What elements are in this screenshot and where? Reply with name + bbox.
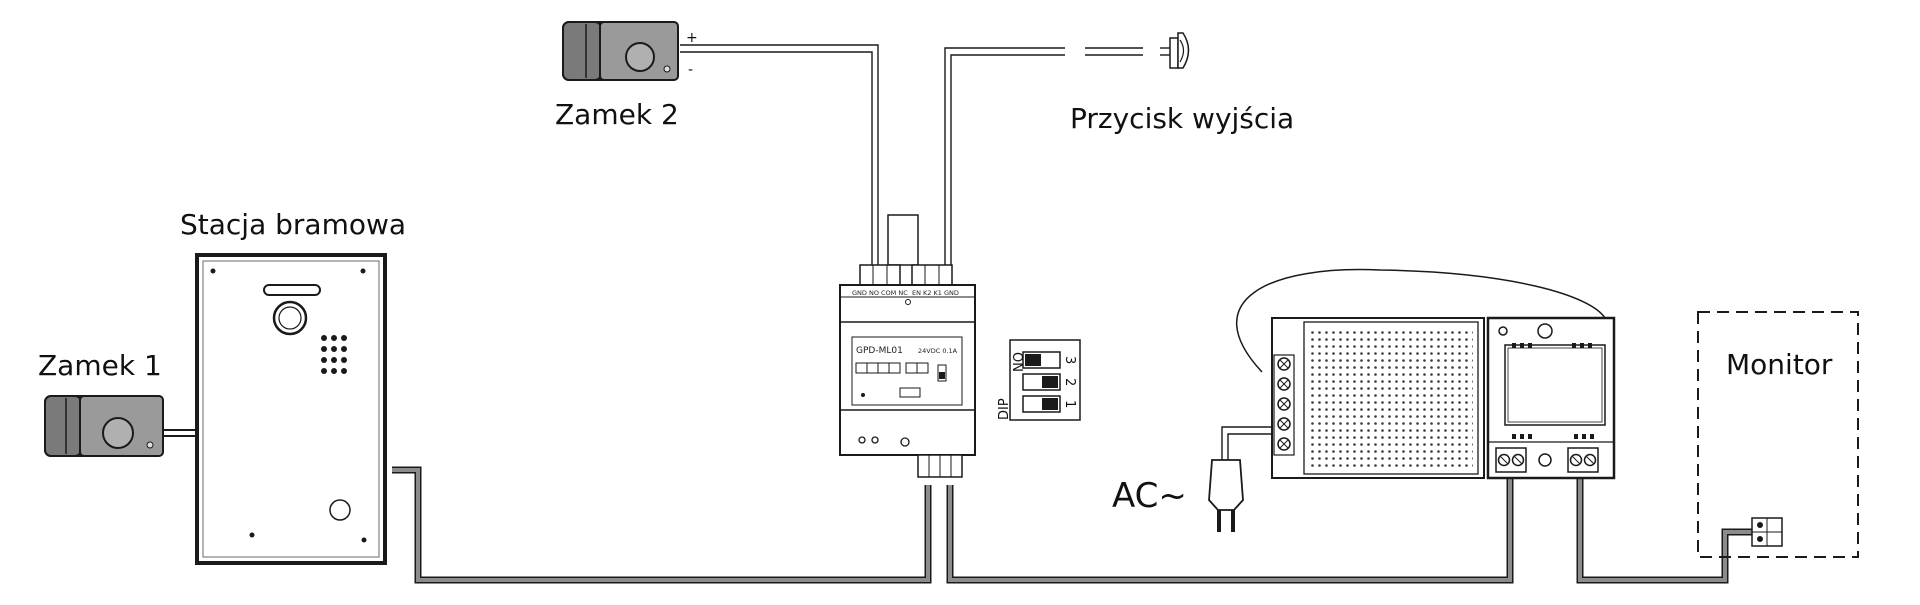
dip-num-2: 2	[1062, 378, 1077, 386]
wire-psu-monitor	[1576, 478, 1760, 584]
przycisk-label: Przycisk wyjścia	[1070, 102, 1294, 135]
wire-przycisk	[944, 47, 1170, 268]
wire-psu-loop	[1235, 268, 1606, 373]
power-supply	[1271, 317, 1485, 479]
ac-plug	[1208, 459, 1244, 532]
zamek2-minus: -	[688, 62, 693, 78]
dip-num-1: 1	[1062, 400, 1077, 408]
distributor-box	[1486, 316, 1616, 480]
zamek2-lock	[562, 21, 679, 81]
call-button	[329, 499, 351, 521]
zamek2-label: Zamek 2	[555, 98, 679, 131]
module-spec: 24VDC 0.1A	[918, 347, 958, 355]
wire-stacja-module	[392, 466, 932, 584]
gate-station	[195, 253, 387, 565]
relay-module: GND NO COM NC EN K2 K1 GND GPD-ML01 24VD…	[839, 214, 976, 478]
module-model: GPD-ML01	[856, 346, 903, 356]
wire-module-psu	[946, 478, 1514, 584]
zamek2-plus: +	[686, 30, 698, 46]
dip-num-3: 3	[1062, 356, 1077, 364]
dip-label: DIP	[997, 398, 1012, 420]
ac-label: AC~	[1112, 476, 1187, 516]
monitor-label: Monitor	[1726, 348, 1833, 381]
zamek1-label: Zamek 1	[38, 349, 162, 382]
module-top-terminals	[859, 264, 953, 286]
psu-screw-terminals	[1273, 354, 1295, 456]
psu-vent	[1309, 327, 1473, 469]
wire-zamek1	[163, 429, 198, 437]
speaker-grill	[321, 335, 347, 374]
monitor-box	[1697, 311, 1859, 558]
wires	[163, 44, 1760, 584]
zamek1-lock	[44, 395, 164, 457]
module-terminal-text-right: EN K2 K1 GND	[912, 289, 959, 297]
dip-on: ON	[1009, 352, 1024, 372]
wire-zamek2	[680, 44, 879, 268]
module-terminal-text-left: GND NO COM NC	[852, 289, 908, 297]
module-bottom-terminals	[917, 454, 963, 478]
stacja-label: Stacja bramowa	[180, 208, 406, 241]
wire-ac	[1221, 426, 1280, 460]
exit-button	[1169, 32, 1190, 69]
dip-switch: 3 2 1 ON	[1009, 339, 1081, 421]
